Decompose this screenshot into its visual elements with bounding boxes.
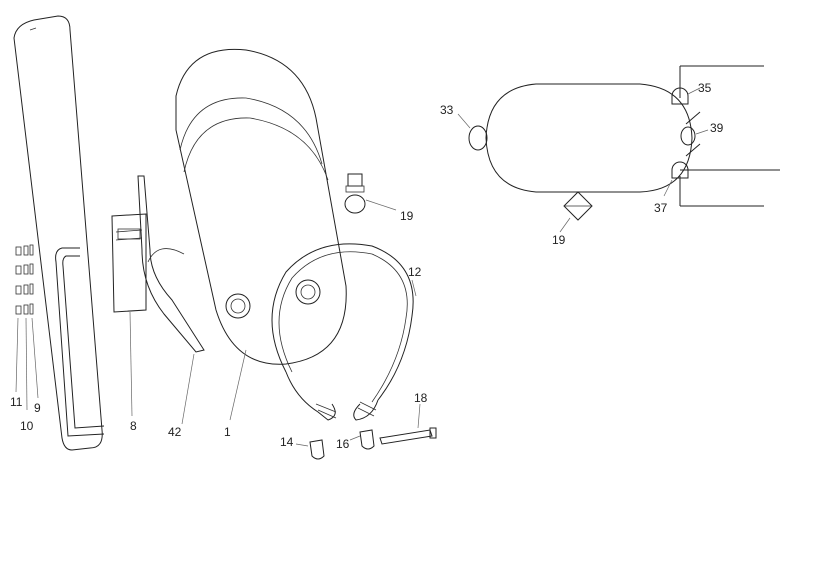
- hardware-column: [15, 244, 39, 411]
- label-33: 33: [440, 103, 454, 117]
- schematic-component-33: [457, 113, 488, 151]
- schematic-vessel: [485, 83, 693, 193]
- schematic-pipes: [679, 65, 780, 207]
- label-11: 11: [10, 395, 23, 409]
- label-39: 39: [710, 121, 724, 135]
- label-37: 37: [654, 201, 668, 215]
- strap-band: [271, 243, 417, 421]
- label-19-schematic: 19: [552, 233, 566, 247]
- label-18: 18: [414, 391, 428, 405]
- label-42: 42: [168, 425, 182, 439]
- pin-16: [349, 429, 375, 450]
- end-cover: [137, 175, 205, 425]
- label-16: 16: [336, 437, 350, 451]
- schematic-component-39: [680, 126, 709, 146]
- mounting-bracket: [111, 213, 147, 417]
- housing-panel: [13, 15, 103, 451]
- schematic-component-19: [559, 191, 593, 233]
- schematic-component-37: [663, 161, 689, 197]
- handle-bracket: [55, 247, 105, 437]
- label-10: 10: [20, 419, 34, 433]
- label-19-fitting: 19: [400, 209, 414, 223]
- pin-14: [295, 439, 325, 460]
- label-14: 14: [280, 435, 294, 449]
- label-8: 8: [130, 419, 137, 433]
- tank-body: [175, 48, 347, 421]
- label-9: 9: [34, 401, 41, 415]
- label-1: 1: [224, 425, 231, 439]
- label-12: 12: [408, 265, 422, 279]
- schematic-component-35: [671, 87, 701, 105]
- bolt-18: [379, 403, 437, 445]
- label-35: 35: [698, 81, 712, 95]
- fitting-valve: [344, 173, 397, 214]
